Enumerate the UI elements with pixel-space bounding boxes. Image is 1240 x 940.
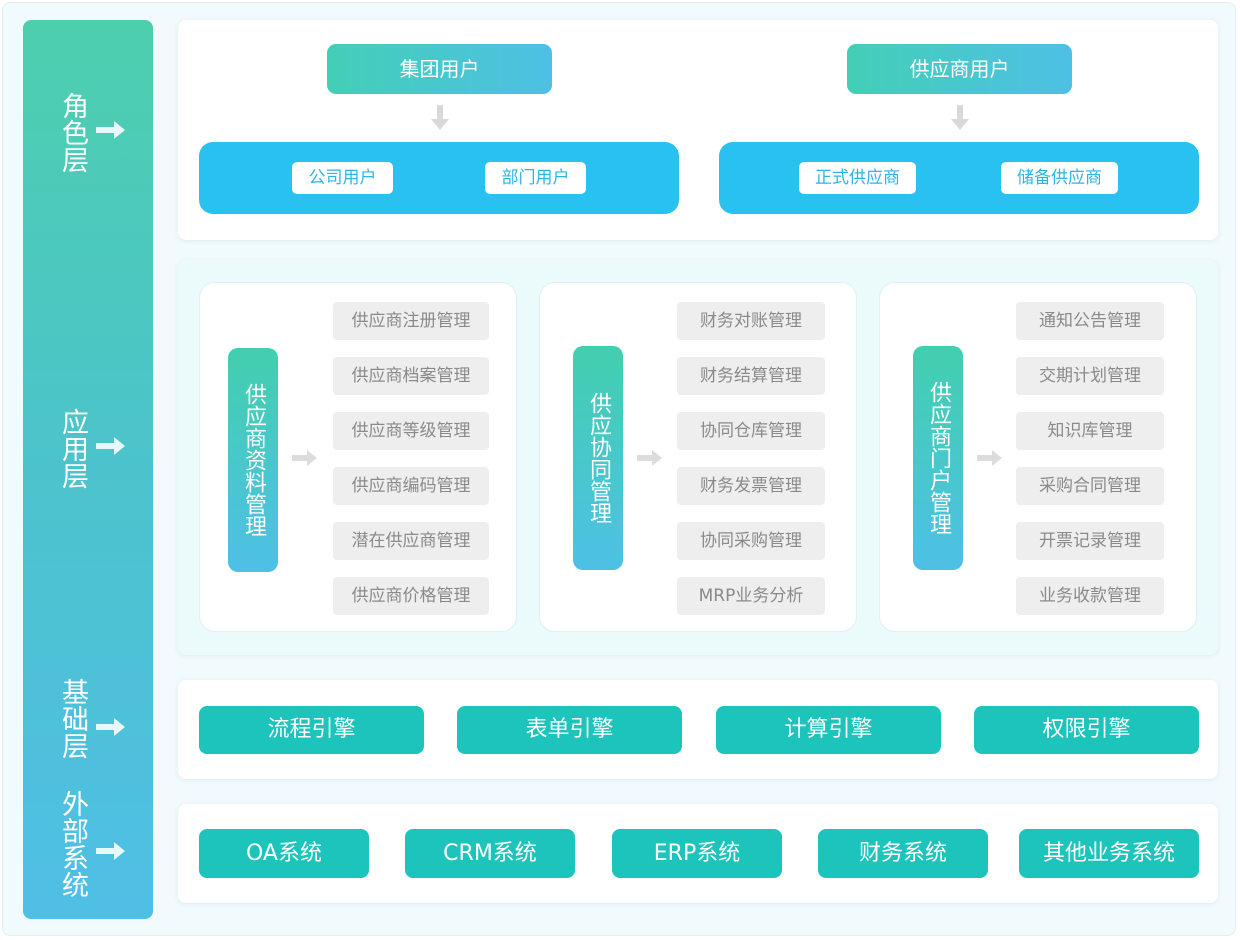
module-3-item: 业务收款管理 — [1016, 577, 1164, 615]
module-1-item: 潜在供应商管理 — [333, 522, 489, 560]
module-title-supply-collab: 供应协同管理 — [573, 346, 623, 570]
layer-label-external: 外部系统 — [57, 790, 88, 898]
module-1-item: 供应商价格管理 — [333, 577, 489, 615]
module-2-item: 财务结算管理 — [677, 357, 825, 395]
module-1-item: 供应商注册管理 — [333, 302, 489, 340]
calculation-engine-box: 计算引擎 — [716, 706, 941, 754]
external-layer-arrow-icon — [96, 842, 125, 860]
group-user-down-arrow-icon — [431, 105, 449, 130]
form-engine-box: 表单引擎 — [457, 706, 682, 754]
supplier-user-header: 供应商用户 — [847, 44, 1072, 94]
reserve-supplier-chip: 储备供应商 — [1001, 162, 1118, 194]
module-title-supplier-portal: 供应商门户管理 — [913, 346, 963, 570]
module-2-item: 协同采购管理 — [677, 522, 825, 560]
module-2-item: MRP业务分析 — [677, 577, 825, 615]
foundation-layer-arrow-icon — [96, 718, 125, 736]
company-user-chip: 公司用户 — [292, 162, 393, 194]
group-user-bar: 公司用户 部门用户 — [199, 142, 679, 214]
module-2-item: 财务对账管理 — [677, 302, 825, 340]
module-1-item: 供应商编码管理 — [333, 467, 489, 505]
application-layer-arrow-icon — [96, 437, 125, 455]
supplier-user-bar: 正式供应商 储备供应商 — [719, 142, 1199, 214]
module-2-arrow-icon — [637, 450, 662, 466]
module-1-arrow-icon — [292, 450, 317, 466]
module-3-item: 通知公告管理 — [1016, 302, 1164, 340]
module-3-arrow-icon — [977, 450, 1002, 466]
module-2-item: 财务发票管理 — [677, 467, 825, 505]
other-systems-box: 其他业务系统 — [1019, 829, 1199, 878]
finance-system-box: 财务系统 — [818, 829, 988, 878]
permission-engine-box: 权限引擎 — [974, 706, 1199, 754]
module-2-item: 协同仓库管理 — [677, 412, 825, 450]
layer-sidebar — [23, 20, 153, 919]
module-3-item: 开票记录管理 — [1016, 522, 1164, 560]
layer-label-foundation: 基础层 — [57, 678, 88, 759]
module-3-item: 知识库管理 — [1016, 412, 1164, 450]
module-3-item: 采购合同管理 — [1016, 467, 1164, 505]
workflow-engine-box: 流程引擎 — [199, 706, 424, 754]
oa-system-box: OA系统 — [199, 829, 369, 878]
module-1-item: 供应商档案管理 — [333, 357, 489, 395]
layer-label-application: 应用层 — [57, 408, 88, 489]
supplier-user-down-arrow-icon — [951, 105, 969, 130]
layer-label-role: 角色层 — [57, 92, 88, 173]
role-layer-arrow-icon — [96, 121, 125, 139]
module-3-item: 交期计划管理 — [1016, 357, 1164, 395]
formal-supplier-chip: 正式供应商 — [799, 162, 916, 194]
module-1-item: 供应商等级管理 — [333, 412, 489, 450]
department-user-chip: 部门用户 — [485, 162, 586, 194]
module-title-supplier-data: 供应商资料管理 — [228, 348, 278, 572]
crm-system-box: CRM系统 — [405, 829, 575, 878]
erp-system-box: ERP系统 — [612, 829, 782, 878]
group-user-header: 集团用户 — [327, 44, 552, 94]
